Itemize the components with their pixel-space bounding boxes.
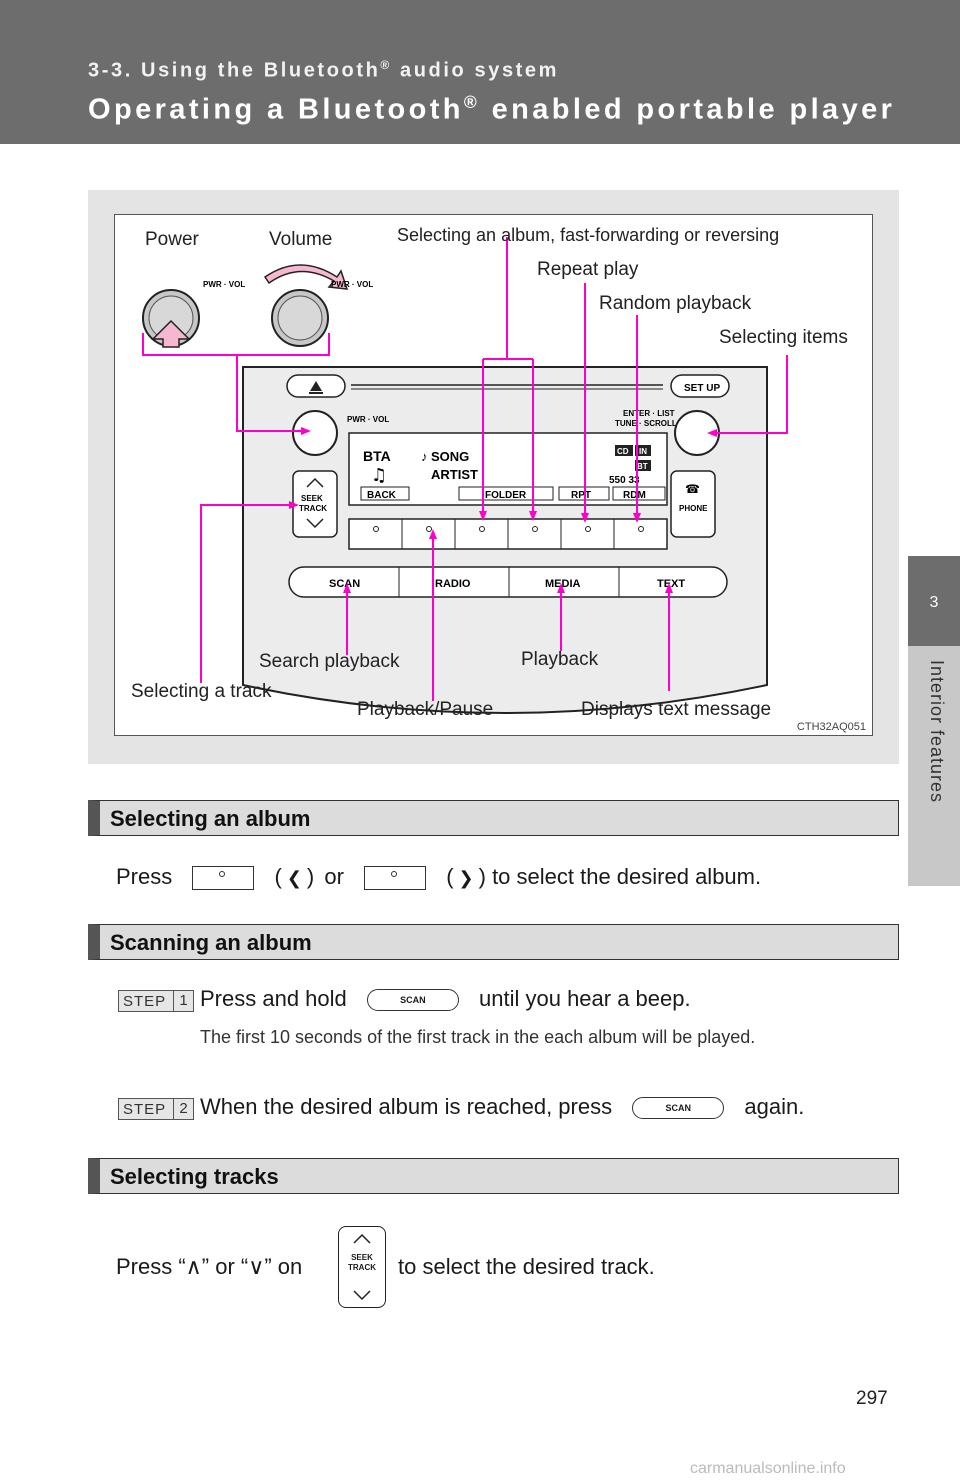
callout-lines (142, 237, 788, 701)
audio-unit-drawing: PWR · VOL PWR · VOL SET UP PWR · VOL ENT… (142, 237, 788, 715)
pwr-vol-knob-icon (292, 410, 338, 456)
svg-text:SET UP: SET UP (684, 383, 720, 394)
label-selecting-album: Selecting an album, fast-forwarding or r… (397, 225, 780, 245)
svg-text:TEXT: TEXT (657, 578, 685, 590)
watermark: carmanualsonline.info (690, 1460, 846, 1477)
svg-text:RADIO: RADIO (435, 578, 471, 590)
preset-button-icon (192, 866, 255, 891)
svg-text:PWR · VOL: PWR · VOL (347, 415, 389, 424)
label-selecting-track: Selecting a track (131, 681, 272, 702)
svg-text:PWR · VOL: PWR · VOL (203, 280, 245, 289)
tracks-instruction-pre: Press “∧” or “∨” on (116, 1254, 303, 1279)
svg-text:☎: ☎ (685, 482, 700, 496)
svg-text:SEEK: SEEK (301, 494, 323, 503)
press-arrow-icon (151, 319, 191, 348)
svg-text:CD: CD (617, 447, 629, 456)
svg-text:ENTER · LIST: ENTER · LIST (623, 409, 675, 418)
svg-text:ARTIST: ARTIST (431, 467, 478, 482)
section-heading-scan: Scanning an album (88, 924, 899, 960)
chapter-label-tab: Interior features (908, 646, 960, 886)
figure-code: CTH32AQ051 (796, 721, 866, 733)
svg-text:PHONE: PHONE (679, 504, 708, 513)
svg-text:SONG: SONG (431, 449, 469, 464)
svg-text:BACK: BACK (367, 490, 397, 501)
label-volume: Volume (269, 229, 333, 250)
label-power: Power (145, 229, 199, 250)
svg-text:♫: ♫ (371, 465, 387, 486)
label-displays-text: Displays text message (581, 699, 772, 720)
section-heading-tracks: Selecting tracks (88, 1158, 899, 1194)
svg-text:MEDIA: MEDIA (545, 578, 581, 590)
page-header: 3-3. Using the Bluetooth® audio system O… (0, 0, 960, 144)
svg-text:BTA: BTA (363, 448, 391, 464)
turn-arrow-icon (263, 264, 349, 290)
setup-button (670, 374, 730, 398)
label-selecting-items: Selecting items (719, 327, 848, 348)
scan-button-icon: SCAN (366, 989, 459, 1012)
page-number: 297 (856, 1388, 888, 1409)
tracks-instruction-post: to select the desired track. (398, 1254, 655, 1279)
label-random-playback: Random playback (599, 293, 752, 314)
svg-text:SCAN: SCAN (329, 578, 360, 590)
svg-text:RPT: RPT (571, 490, 591, 501)
chapter-number-tab: 3 (908, 556, 960, 646)
label-search-playback: Search playback (259, 651, 400, 672)
svg-text:PWR · VOL: PWR · VOL (331, 280, 373, 289)
label-repeat-play: Repeat play (537, 259, 639, 280)
album-instruction: Press (❮) or (❯) to select the desired a… (116, 864, 762, 891)
svg-text:FOLDER: FOLDER (485, 490, 527, 501)
label-playback-pause: Playback/Pause (357, 699, 494, 720)
svg-text:RDM: RDM (623, 490, 646, 501)
callout-arrowheads (289, 427, 717, 593)
phone-button (670, 470, 716, 538)
step-1-text: Press and hold SCAN until you hear a bee… (200, 986, 691, 1012)
step-2-text: When the desired album is reached, press… (200, 1094, 805, 1120)
step-1-note: The first 10 seconds of the first track … (200, 1027, 756, 1047)
svg-text:IN: IN (639, 447, 647, 456)
page-title: Operating a Bluetooth® enabled portable … (88, 92, 896, 126)
svg-text:BT: BT (637, 462, 648, 471)
scan-button-icon: SCAN (632, 1097, 725, 1120)
section-heading-album: Selecting an album (88, 800, 899, 836)
svg-text:550 33: 550 33 (609, 475, 640, 486)
svg-text:♪: ♪ (421, 449, 428, 464)
label-playback: Playback (521, 649, 599, 670)
preset-button-icon (364, 866, 427, 891)
audio-unit-diagram: PWR · VOL PWR · VOL SET UP PWR · VOL ENT… (114, 214, 873, 736)
section-subtitle: 3-3. Using the Bluetooth® audio system (88, 58, 560, 82)
svg-text:TUNE · SCROLL: TUNE · SCROLL (615, 419, 677, 428)
svg-text:TRACK: TRACK (299, 504, 327, 513)
